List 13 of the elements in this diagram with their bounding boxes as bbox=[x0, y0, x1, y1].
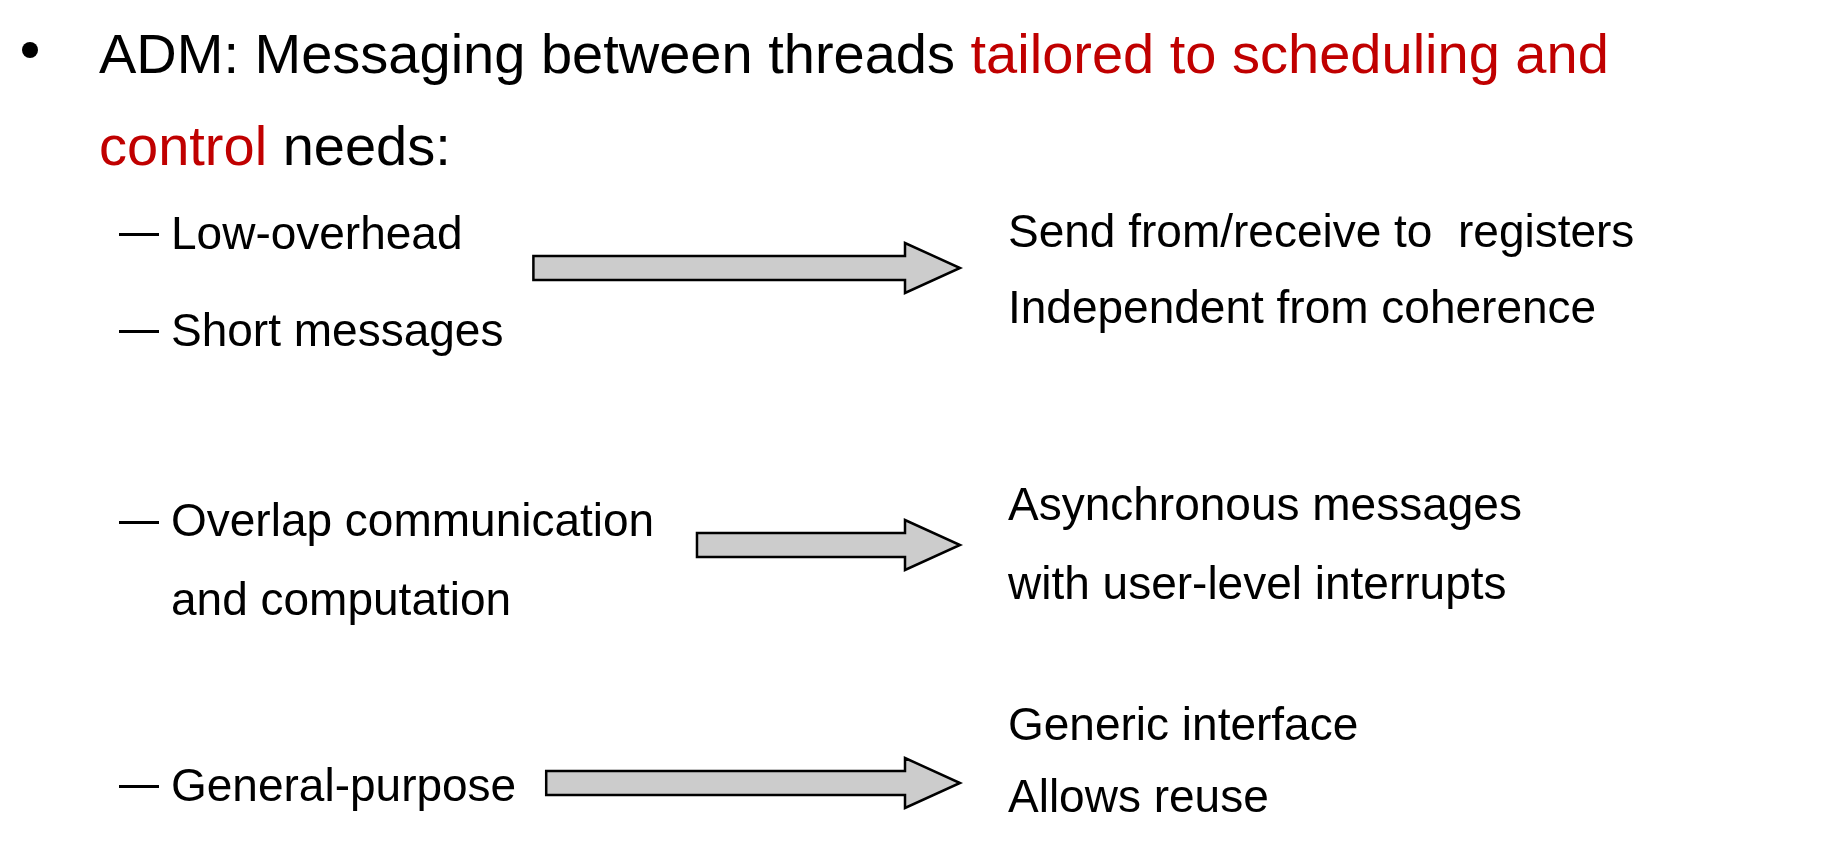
result-text: Allows reuse bbox=[1008, 770, 1269, 822]
block-arrow bbox=[532, 241, 964, 295]
result-text: Asynchronous messages with user-level interrupts bbox=[1008, 478, 1523, 609]
result-text: Independent from coherence bbox=[1008, 281, 1597, 333]
list-item-text: Short messages bbox=[171, 303, 505, 358]
list-item-text: General-purpose bbox=[171, 758, 518, 813]
result-text: Send from/receive to registers bbox=[1008, 205, 1635, 257]
list-item-text: Overlap communication and computation bbox=[171, 493, 656, 627]
block-arrow bbox=[544, 756, 964, 810]
block-arrow bbox=[695, 518, 964, 572]
list-item-text: Low-overhead bbox=[171, 206, 464, 261]
result-text: Generic interface bbox=[1008, 698, 1359, 750]
title-text: ADM: Messaging between threads tailored to scheduling and control needs: bbox=[99, 21, 1610, 179]
